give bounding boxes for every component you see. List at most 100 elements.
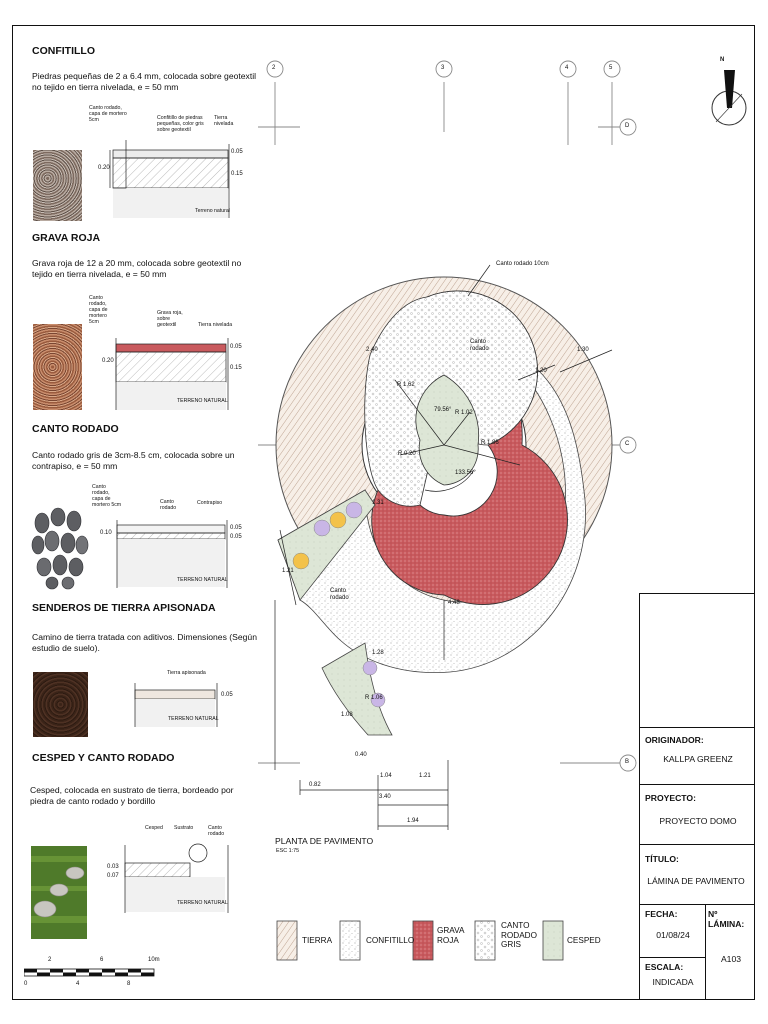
confitillo-dim-3: 0.15	[231, 171, 243, 177]
tb-divider-1	[640, 727, 754, 728]
grid-row-d: D	[625, 123, 630, 129]
senderos-photo	[33, 672, 88, 737]
escala-label: ESCALA:	[645, 962, 684, 972]
drawing-sheet	[12, 25, 755, 1000]
dim-082: 0.82	[309, 782, 321, 788]
grava-dim-3: 0.15	[230, 365, 242, 371]
grava-callout-1: Canto rodado, capa de mortero 5cm	[89, 295, 108, 325]
tb-divider-3	[640, 844, 754, 845]
section-details-drawing-2	[124, 683, 229, 913]
grid-col-5: 5	[609, 65, 613, 71]
dim-121b: 1.21	[419, 773, 431, 779]
dim-130: 1.30	[577, 347, 589, 353]
dim-131: 1.31	[372, 500, 384, 506]
title-block: ORIGINADOR: KALLPA GREENZ PROYECTO: PROY…	[639, 593, 755, 1000]
dim-108: 1.08	[341, 712, 353, 718]
titulo-value: LÁMINA DE PAVIMENTO	[647, 876, 745, 886]
dim-120: 1.20	[535, 368, 547, 374]
scale-bar	[24, 968, 155, 977]
fecha-label: FECHA:	[645, 909, 678, 919]
confitillo-dim-1: 0.05	[231, 149, 243, 155]
dim-r162: R 1.62	[397, 382, 415, 388]
plan-scale: ESC 1:75	[276, 848, 300, 854]
dim-194: 1.94	[407, 818, 419, 824]
originador-label: ORIGINADOR:	[645, 735, 704, 745]
tb-divider-5	[640, 957, 706, 958]
legend-cesped: CESPED	[567, 936, 601, 945]
canto-ground: TERRENO NATURAL	[177, 577, 228, 583]
scale-top-2: 6	[100, 957, 104, 963]
senderos-callout: Tierra apisonada	[167, 670, 206, 676]
dim-340: 3.40	[379, 794, 391, 800]
dim-r102: R 1.02	[455, 410, 473, 416]
confitillo-callout-2: Confitillo de piedras pequeñas, color gr…	[157, 115, 204, 133]
dim-128: 1.28	[372, 650, 384, 656]
fecha-value: 01/08/24	[656, 930, 690, 940]
dim-240: 2.40	[366, 347, 378, 353]
dim-121: 1.21	[282, 568, 294, 574]
originador-value: KALLPA GREENZ	[663, 754, 733, 764]
canto-rodado-photo	[31, 507, 89, 590]
grid-row-c: C	[625, 441, 630, 447]
senderos-ground: TERRENO NATURAL	[168, 716, 219, 722]
tb-divider-2	[640, 784, 754, 785]
grava-roja-heading: GRAVA ROJA	[32, 232, 101, 244]
canto-rodado-description: Canto rodado gris de 3cm-8.5 cm, colocad…	[32, 450, 235, 471]
scale-top-3: 10m	[148, 957, 160, 963]
dim-040: 0.40	[355, 752, 367, 758]
section-details-drawing	[109, 140, 230, 588]
grid-row-b: B	[625, 759, 630, 765]
north-arrow-label: N	[720, 57, 725, 63]
cesped-description: Cesped, colocada en sustrato de tierra, …	[30, 785, 234, 806]
plan-caption: PLANTA DE PAVIMENTO	[275, 836, 374, 846]
scale-top-1: 2	[48, 957, 52, 963]
grava-dim-2: 0.20	[102, 358, 114, 364]
grid-col-3: 3	[441, 65, 445, 71]
canto-rodado-heading: CANTO RODADO	[32, 423, 119, 435]
cesped-dim-1: 0.03	[107, 864, 119, 870]
confitillo-photo	[33, 150, 82, 221]
legend-grava-roja: GRAVA ROJA	[437, 926, 464, 945]
scale-bottom-3: 8	[127, 981, 131, 987]
grid-col-4: 4	[565, 65, 569, 71]
grava-roja-description: Grava roja de 12 a 20 mm, colocada sobre…	[32, 258, 242, 279]
lamina-label: Nº LÁMINA:	[708, 909, 745, 929]
canto-callout-1: Canto rodado, capa de mortero 5cm	[92, 484, 122, 508]
legend-tierra: TIERRA	[302, 936, 333, 945]
legend-confitillo: CONFITILLO	[366, 936, 415, 945]
canto-dim-2: 0.05	[230, 525, 242, 531]
cesped-heading: CESPED Y CANTO RODADO	[32, 752, 175, 764]
tb-vertical-divider	[705, 904, 706, 1000]
grava-ground: TERRENO NATURAL	[177, 398, 228, 404]
dim-a13356: 133.56°	[455, 470, 476, 476]
cesped-dim-2: 0.07	[107, 873, 119, 879]
confitillo-heading: CONFITILLO	[32, 45, 95, 57]
canto-dim-1: 0.10	[100, 530, 112, 536]
legend-canto-rodado-gris: CANTO RODADO GRIS	[501, 921, 537, 949]
proyecto-value: PROYECTO DOMO	[659, 816, 737, 826]
dim-a7956: 79.56°	[434, 407, 452, 413]
scale-bottom-2: 4	[76, 981, 80, 987]
grava-dim-1: 0.05	[230, 344, 242, 350]
cesped-callout-1: Cesped	[145, 825, 163, 831]
grava-callout-3: Tierra nivelada	[198, 322, 233, 328]
confitillo-description: Piedras pequeñas de 2 a 6.4 mm, colocada…	[32, 71, 257, 92]
confitillo-dim-2: 0.20	[98, 165, 110, 171]
proyecto-label: PROYECTO:	[645, 793, 696, 803]
senderos-heading: SENDEROS DE TIERRA APISONADA	[32, 602, 216, 614]
lamina-value: A103	[720, 954, 742, 964]
grid-col-2: 2	[272, 65, 276, 71]
scale-bottom-1: 0	[24, 981, 28, 987]
tb-divider-4	[640, 904, 754, 905]
cesped-callout-2: Sustrato	[174, 825, 194, 831]
canto-dim-3: 0.05	[230, 534, 242, 540]
confitillo-callout-1: Canto rodado, capa de mortero 5cm	[89, 105, 127, 123]
cesped-callout-3: Canto rodado	[208, 825, 225, 837]
titulo-label: TÍTULO:	[645, 854, 679, 864]
dim-r106: R 1.06	[365, 695, 383, 701]
label-canto-rodado-a: Canto rodado	[470, 339, 489, 352]
grava-callout-2: Grava roja, sobre geotextil	[157, 310, 183, 328]
dim-104: 1.04	[380, 773, 392, 779]
label-canto-rodado-b: Canto rodado	[330, 588, 349, 601]
